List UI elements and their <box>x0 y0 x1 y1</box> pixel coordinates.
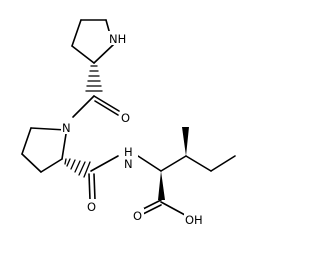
hash <box>78 161 86 176</box>
bond <box>93 44 114 64</box>
bond <box>93 173 96 201</box>
carboxylic-acid <box>140 199 186 216</box>
bond <box>71 19 82 47</box>
top-carbonyl <box>93 95 120 116</box>
bond <box>61 133 67 160</box>
atom-label-h-amide: H <box>124 145 133 159</box>
atom-label-o-top: O <box>121 111 130 125</box>
molecule-diagram: NH O N H N O O OH <box>21 19 236 227</box>
middle-amide <box>88 155 119 201</box>
hash <box>70 159 76 170</box>
atom-label-n-proline: N <box>62 121 71 135</box>
wedge-stereo-bond-carboxyl <box>158 171 165 200</box>
atom-label-nh-top: NH <box>109 32 126 46</box>
bond <box>72 95 95 118</box>
hashed-stereo-bond-top <box>85 65 103 92</box>
bond <box>93 95 120 112</box>
bond <box>160 155 187 172</box>
bond <box>71 45 95 64</box>
middle-pyrrolidine-ring <box>21 127 67 173</box>
wedge-stereo-bond-methyl <box>182 127 189 156</box>
bond <box>90 155 119 172</box>
atom-labels: NH O N H N O O OH <box>61 31 206 227</box>
atom-label-o-amide: O <box>87 200 96 214</box>
atom-label-oh-acid: OH <box>185 213 203 227</box>
bond <box>140 199 162 211</box>
hashed-stereo-bond-middle <box>64 158 91 178</box>
bond <box>140 204 162 216</box>
hash <box>74 160 81 173</box>
bond <box>94 100 119 116</box>
bond <box>210 155 236 172</box>
atom-label-n-amide: N <box>124 157 133 171</box>
bond <box>21 127 32 155</box>
bond <box>185 155 212 172</box>
bond <box>21 153 42 173</box>
atom-label-o-acid: O <box>133 209 142 223</box>
bond <box>88 173 91 201</box>
hash <box>83 161 91 178</box>
bond <box>40 158 63 173</box>
bond <box>30 127 67 131</box>
hash <box>64 158 67 165</box>
hash <box>66 158 71 167</box>
bond <box>137 155 162 172</box>
top-pyrrolidine-ring <box>71 19 114 64</box>
bond <box>160 201 186 216</box>
